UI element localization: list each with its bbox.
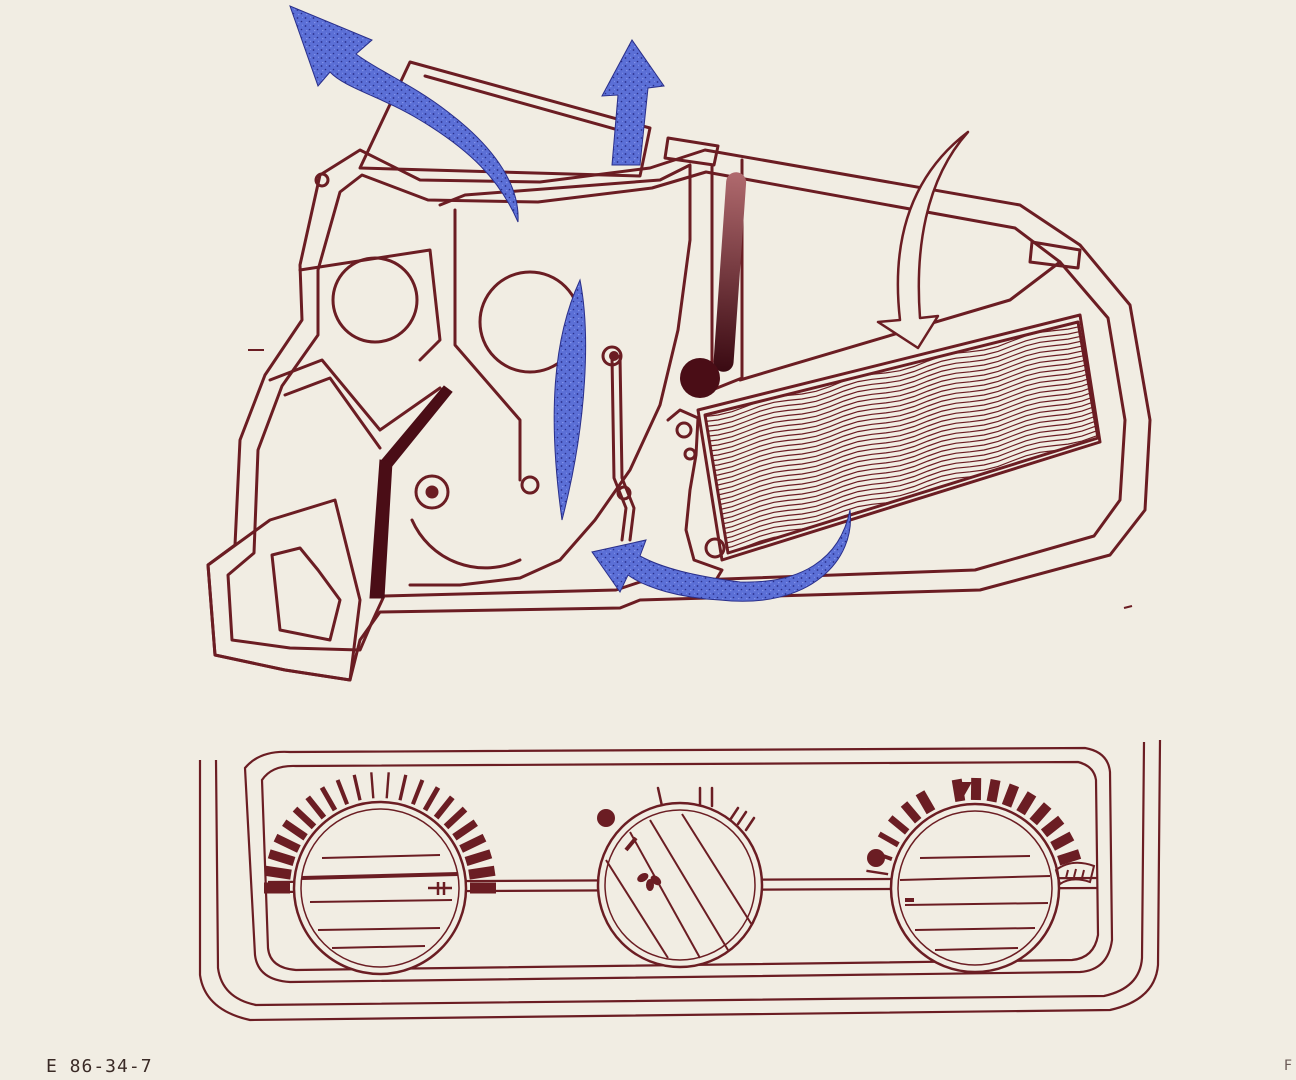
- footwell-flap: [369, 385, 453, 599]
- outlined-arrow-icon: [876, 130, 970, 350]
- airflow-arrow-return: [591, 509, 852, 602]
- panel-face: [243, 746, 1114, 984]
- top-tab-right: [1028, 240, 1082, 270]
- fan-speed-knob[interactable]: [596, 786, 764, 969]
- fan-off-dot: [597, 809, 615, 827]
- distribution-off-dot: [867, 849, 885, 867]
- page-mark: F: [1284, 1058, 1293, 1074]
- panel-bezel-outer: [198, 739, 1162, 1022]
- temperature-scale: [264, 772, 496, 894]
- lower-vent-box: [206, 498, 362, 682]
- blower-scroll: [408, 163, 692, 587]
- top-tab-left: [663, 136, 720, 167]
- temperature-pointer: [428, 882, 452, 895]
- airflow-arrows: [289, 5, 852, 602]
- fan-pointer: [624, 836, 638, 852]
- airflow-arrow-windscreen: [289, 5, 519, 223]
- mixing-flap: [680, 172, 747, 398]
- windshield-defrost-icon: [1054, 861, 1096, 886]
- top-duct: [358, 60, 652, 178]
- core-bracket: [666, 408, 724, 592]
- figure-code: E 86-34-7: [46, 1056, 153, 1077]
- blower-port: [331, 256, 419, 344]
- fan-icon: [637, 872, 662, 891]
- fan-speed-marks: [656, 786, 756, 832]
- blower-axle: [414, 474, 450, 510]
- temperature-knob[interactable]: [264, 772, 496, 976]
- air-distribution-knob[interactable]: [866, 777, 1096, 974]
- linkage-rod: [610, 354, 628, 542]
- airflow-sliver: [553, 278, 587, 521]
- housing-outer-shell: [206, 148, 1152, 682]
- heater-housing: [206, 60, 1152, 682]
- heater-core-frame: [696, 313, 1102, 562]
- airflow-arrow-face: [601, 39, 665, 166]
